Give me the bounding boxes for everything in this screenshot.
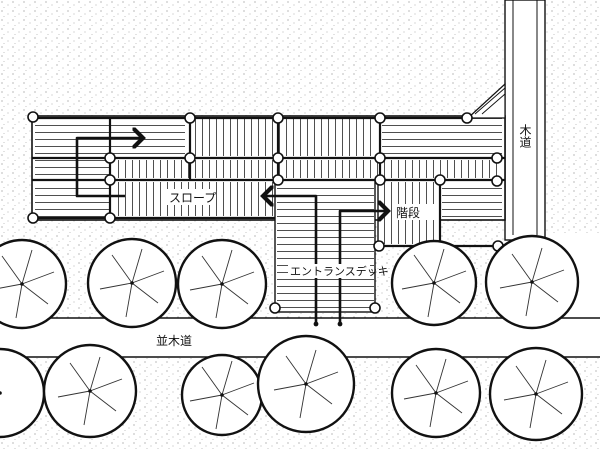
deck-lower-right-boards bbox=[442, 182, 502, 218]
stairs-label: 階段 bbox=[396, 205, 420, 220]
tree bbox=[390, 347, 482, 439]
entrance-deck-label: エントランスデッキ bbox=[290, 264, 389, 278]
deck-left-arrow bbox=[263, 196, 318, 322]
tree bbox=[390, 239, 478, 327]
wooden-road-label: 木道 bbox=[518, 124, 532, 148]
deck-middle-left-boards bbox=[35, 160, 110, 178]
ground-right bbox=[545, 0, 600, 235]
tree bbox=[0, 238, 68, 330]
tree bbox=[256, 334, 356, 434]
tree bbox=[176, 238, 268, 330]
tree bbox=[484, 234, 580, 330]
tree-lined-road-label: 並木道 bbox=[156, 334, 192, 348]
tree bbox=[86, 237, 178, 329]
slope-label: スロープ bbox=[169, 191, 216, 205]
deck-upper-right-boards bbox=[382, 118, 502, 156]
deck-upper-vboards bbox=[190, 119, 375, 156]
slope-lower-left bbox=[35, 182, 110, 218]
tree bbox=[488, 346, 584, 442]
trees-lower-row bbox=[0, 334, 584, 442]
trees-upper-row bbox=[0, 234, 580, 330]
circulation-arrows bbox=[75, 138, 388, 322]
slope-arrow bbox=[75, 138, 143, 198]
tree bbox=[42, 343, 138, 439]
ramp-connector bbox=[466, 82, 506, 119]
entrance-deck-boards bbox=[277, 182, 374, 310]
tree bbox=[180, 353, 264, 437]
deck-middle-vboards bbox=[112, 160, 497, 178]
deck-right-arrow bbox=[338, 211, 388, 322]
deck-beams bbox=[32, 116, 545, 248]
